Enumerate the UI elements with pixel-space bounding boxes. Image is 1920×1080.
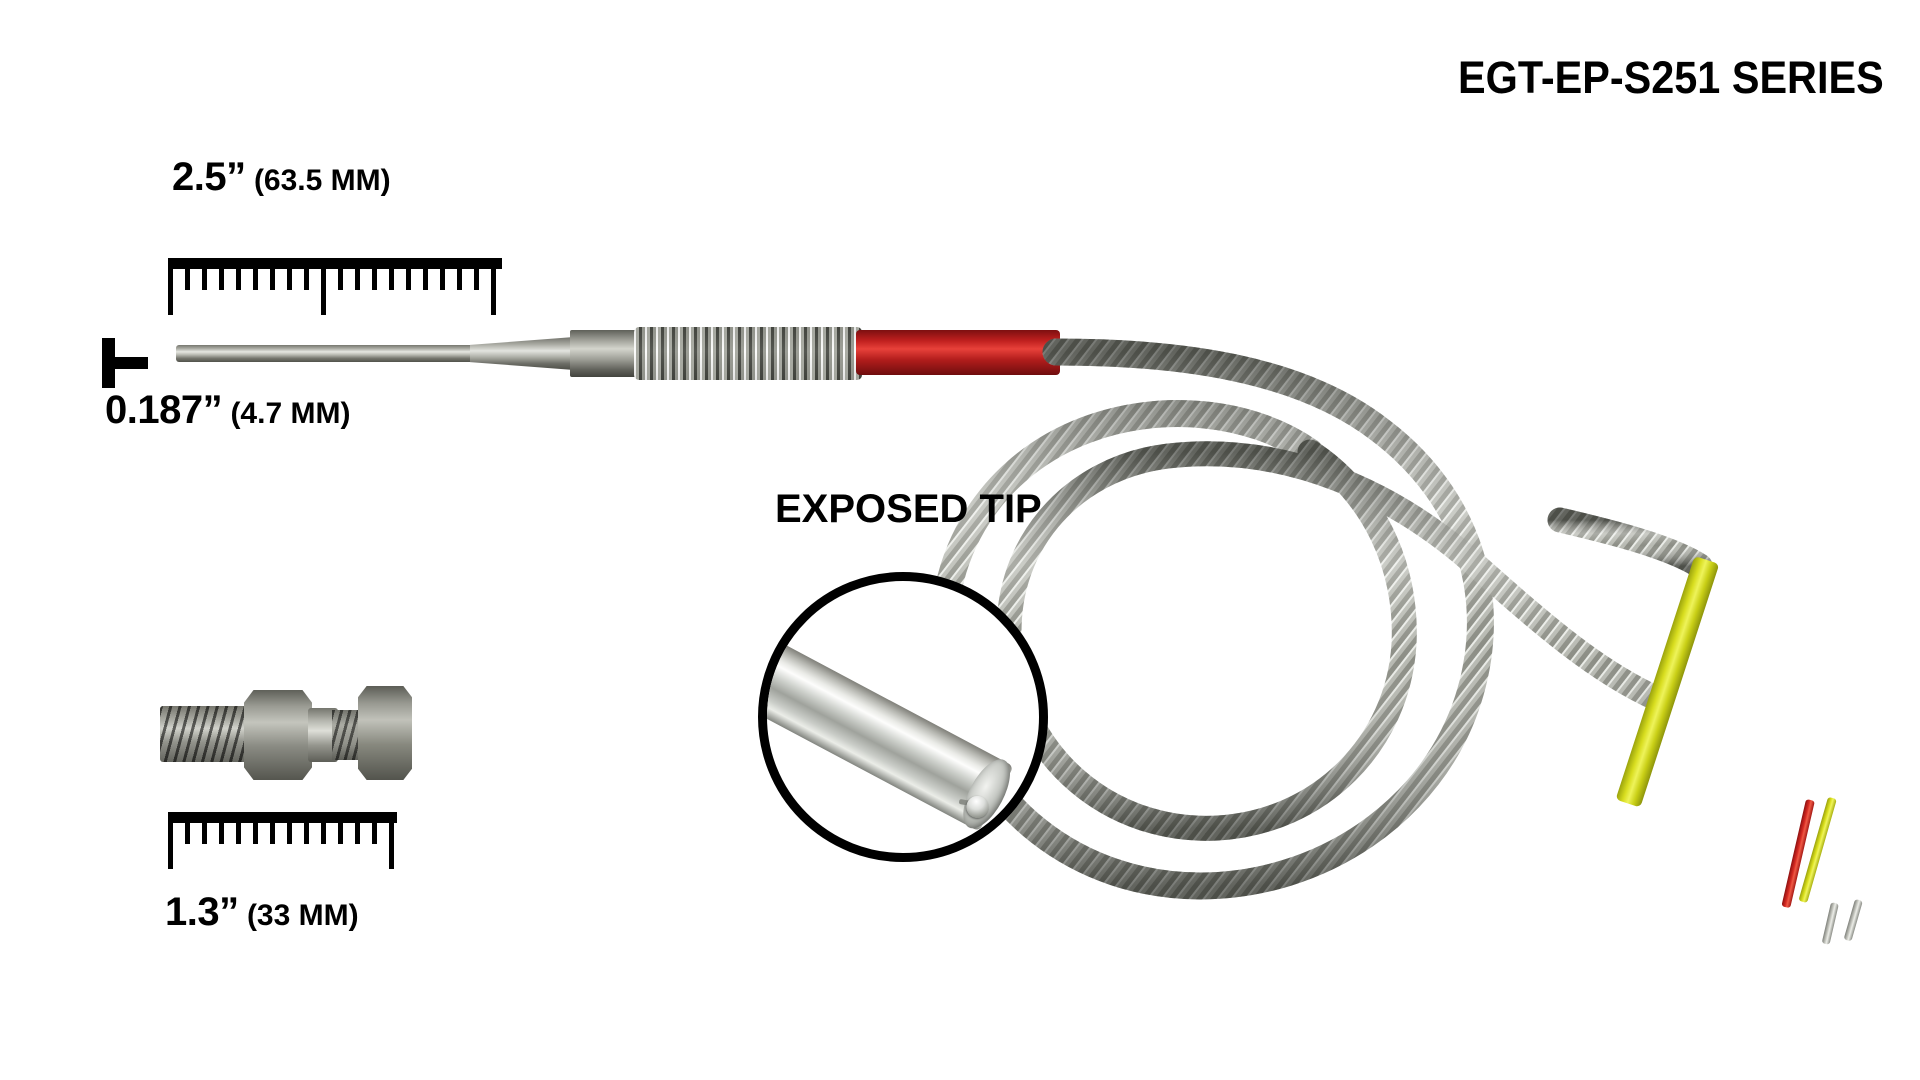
ruler-tick bbox=[270, 823, 275, 844]
ruler-tick bbox=[389, 823, 394, 869]
ruler-bar bbox=[168, 812, 397, 823]
ruler-tick bbox=[355, 823, 360, 844]
spring-strain-relief bbox=[634, 327, 862, 380]
ruler-tick bbox=[406, 269, 411, 290]
ruler-tick bbox=[253, 823, 258, 844]
ruler-tick bbox=[185, 269, 190, 290]
probe-length-label: 2.5” (63.5 MM) bbox=[172, 155, 391, 200]
ruler-tick bbox=[355, 269, 360, 290]
ruler-tick bbox=[253, 269, 258, 290]
probe-hex-body bbox=[570, 330, 636, 377]
ruler-tick bbox=[491, 269, 496, 315]
ruler-tick bbox=[202, 823, 207, 844]
probe-diameter-label: 0.187” (4.7 MM) bbox=[105, 388, 350, 433]
ruler-tick bbox=[236, 269, 241, 290]
ruler-tick bbox=[236, 823, 241, 844]
ruler-tick bbox=[457, 269, 462, 290]
ruler-tick bbox=[219, 823, 224, 844]
ruler-bar bbox=[168, 258, 502, 269]
ruler-tick bbox=[321, 269, 326, 315]
armor-cable-tail-shade bbox=[1547, 507, 1713, 579]
fitting-length-metric: (33 MM) bbox=[238, 899, 359, 932]
caliper-horizontal bbox=[115, 357, 148, 369]
ruler-tick bbox=[304, 269, 309, 290]
ruler-tick bbox=[219, 269, 224, 290]
ruler-tick bbox=[389, 269, 394, 290]
callout-sheath bbox=[767, 611, 1020, 836]
callout-label: EXPOSED TIP bbox=[775, 487, 1042, 531]
ruler-tick bbox=[168, 269, 173, 315]
page-title: EGT-EP-S251 SERIES bbox=[1458, 52, 1884, 103]
ruler-tick bbox=[270, 269, 275, 290]
ruler-tick bbox=[474, 269, 479, 290]
fitting-length-label: 1.3” (33 MM) bbox=[165, 890, 359, 935]
ruler-tick bbox=[338, 823, 343, 844]
compression-fitting bbox=[160, 678, 412, 782]
ruler-tick bbox=[372, 823, 377, 844]
ruler-tick bbox=[440, 269, 445, 290]
ruler-tick bbox=[338, 269, 343, 290]
caliper-vertical bbox=[102, 338, 115, 388]
probe-diameter-metric: (4.7 MM) bbox=[222, 397, 351, 430]
ruler-tick bbox=[202, 269, 207, 290]
probe-sheath bbox=[176, 345, 476, 362]
ruler-tick bbox=[321, 823, 326, 844]
red-transition-tube bbox=[856, 330, 1060, 375]
probe-length-value: 2.5” bbox=[172, 155, 246, 199]
ruler-tick bbox=[287, 269, 292, 290]
fitting-hex-body bbox=[244, 690, 312, 780]
fitting-male-thread bbox=[160, 706, 248, 762]
ruler-tick bbox=[304, 823, 309, 844]
probe-length-metric: (63.5 MM) bbox=[245, 164, 391, 197]
ruler-tick bbox=[185, 823, 190, 844]
exposed-tip-callout bbox=[758, 572, 1048, 862]
diameter-caliper-icon bbox=[102, 338, 148, 388]
fitting-hex-nut bbox=[358, 686, 412, 780]
fitting-length-value: 1.3” bbox=[165, 890, 239, 934]
ruler-tick bbox=[168, 823, 173, 869]
armor-cable-outer-shade bbox=[930, 338, 1494, 900]
ruler-tick bbox=[423, 269, 428, 290]
probe-diameter-value: 0.187” bbox=[105, 388, 223, 432]
ruler-tick bbox=[372, 269, 377, 290]
ruler-tick bbox=[287, 823, 292, 844]
